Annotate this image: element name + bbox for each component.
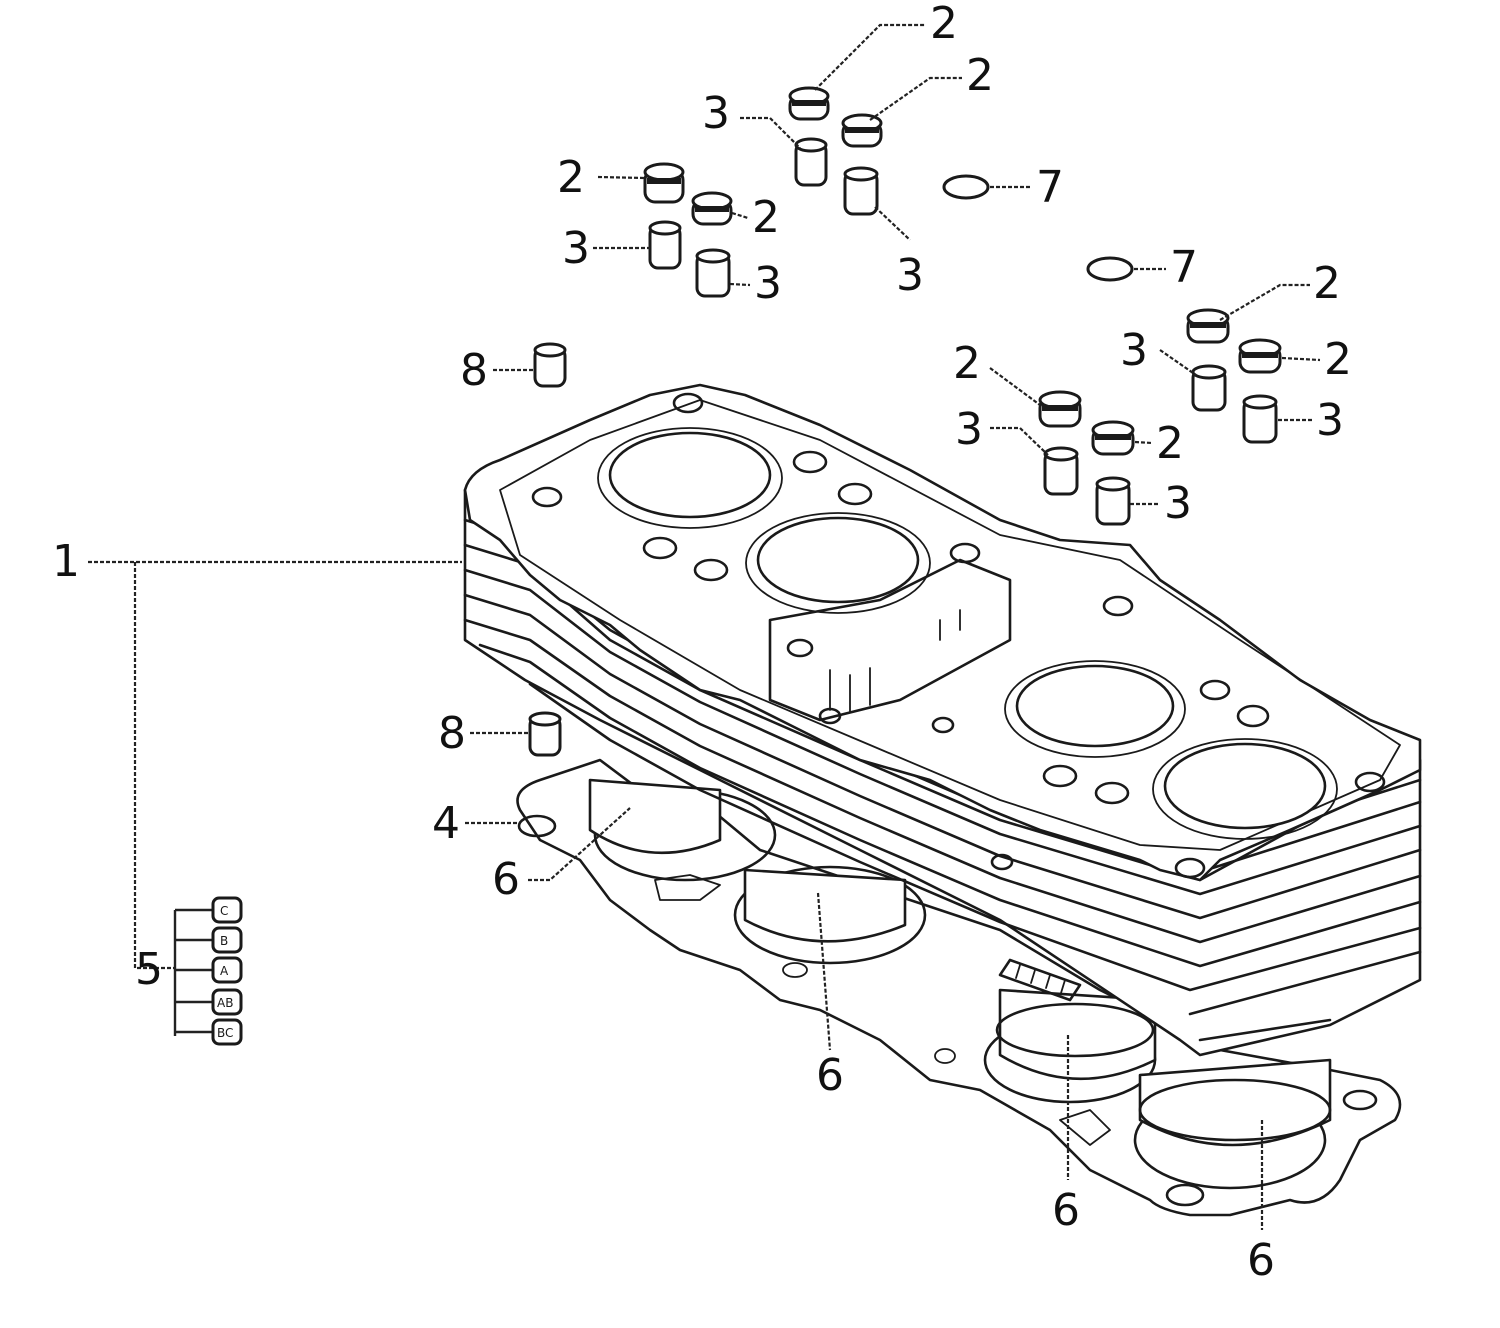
shim-letter: C [220, 904, 228, 918]
small-parts [173, 86, 1282, 1046]
callout-8: 8 [460, 345, 488, 396]
cap-2-b [841, 113, 883, 148]
bore-4 [1163, 742, 1327, 830]
callout-7: 7 [1170, 242, 1198, 293]
cylinder-sleeves [588, 778, 1332, 1147]
cap-2-h [1091, 420, 1135, 456]
callout-2: 2 [1156, 418, 1184, 469]
stud-holes [531, 392, 1386, 879]
callout-3: 3 [1164, 478, 1192, 529]
callout-2: 2 [557, 152, 585, 203]
shim-letters: C B A AB BC [217, 904, 233, 1040]
callout-6: 6 [1247, 1235, 1275, 1286]
dowel-3-h [1095, 476, 1131, 526]
dowel-3-b [843, 166, 879, 216]
o-ring-7-b [1086, 256, 1134, 282]
callout-2: 2 [966, 50, 994, 101]
callout-2: 2 [1313, 258, 1341, 309]
callout-6: 6 [1052, 1185, 1080, 1236]
shim-letter: AB [217, 996, 233, 1010]
shim-letter: BC [217, 1026, 233, 1040]
shim-letter: A [220, 964, 229, 978]
callout-5: 5 [135, 944, 163, 995]
dowel-8-b [528, 711, 562, 757]
shim-set [173, 896, 243, 1046]
dowel-3-e [1191, 364, 1227, 412]
callout-1: 1 [52, 536, 80, 587]
callout-8: 8 [438, 708, 466, 759]
dowel-3-f [1242, 394, 1278, 444]
cap-2-a [788, 86, 830, 121]
o-ring-7-a [942, 174, 990, 200]
cap-2-g [1038, 390, 1082, 428]
callout-3: 3 [896, 250, 924, 301]
callout-labels: 1 2 2 2 2 2 2 2 2 3 3 3 3 3 3 3 3 4 5 6 … [52, 0, 1352, 1286]
callout-2: 2 [752, 192, 780, 243]
callout-6: 6 [816, 1050, 844, 1101]
callout-7: 7 [1036, 162, 1064, 213]
callout-3: 3 [754, 258, 782, 309]
bore-1 [608, 431, 772, 519]
callout-2: 2 [930, 0, 958, 49]
dowel-3-a [794, 137, 828, 187]
cap-2-c [643, 162, 685, 204]
callout-4: 4 [432, 798, 460, 849]
cap-2-f [1238, 338, 1282, 374]
callout-6: 6 [492, 854, 520, 905]
dowel-8-a [533, 342, 567, 388]
callout-2: 2 [1324, 334, 1352, 385]
callout-2: 2 [953, 338, 981, 389]
callout-3: 3 [1316, 395, 1344, 446]
dowel-3-c [648, 220, 682, 270]
dowel-3-g [1043, 446, 1079, 496]
callout-3: 3 [702, 88, 730, 139]
callout-3: 3 [955, 404, 983, 455]
callout-3: 3 [1120, 325, 1148, 376]
leader-lines [88, 23, 1321, 1230]
cap-2-d [691, 191, 733, 226]
shim-letter: B [220, 934, 228, 948]
cap-2-e [1186, 308, 1230, 344]
cylinder-block [463, 383, 1422, 1057]
bore-2 [756, 516, 920, 604]
callout-3: 3 [562, 223, 590, 274]
bore-3 [1015, 664, 1175, 748]
dowel-3-d [695, 248, 731, 298]
